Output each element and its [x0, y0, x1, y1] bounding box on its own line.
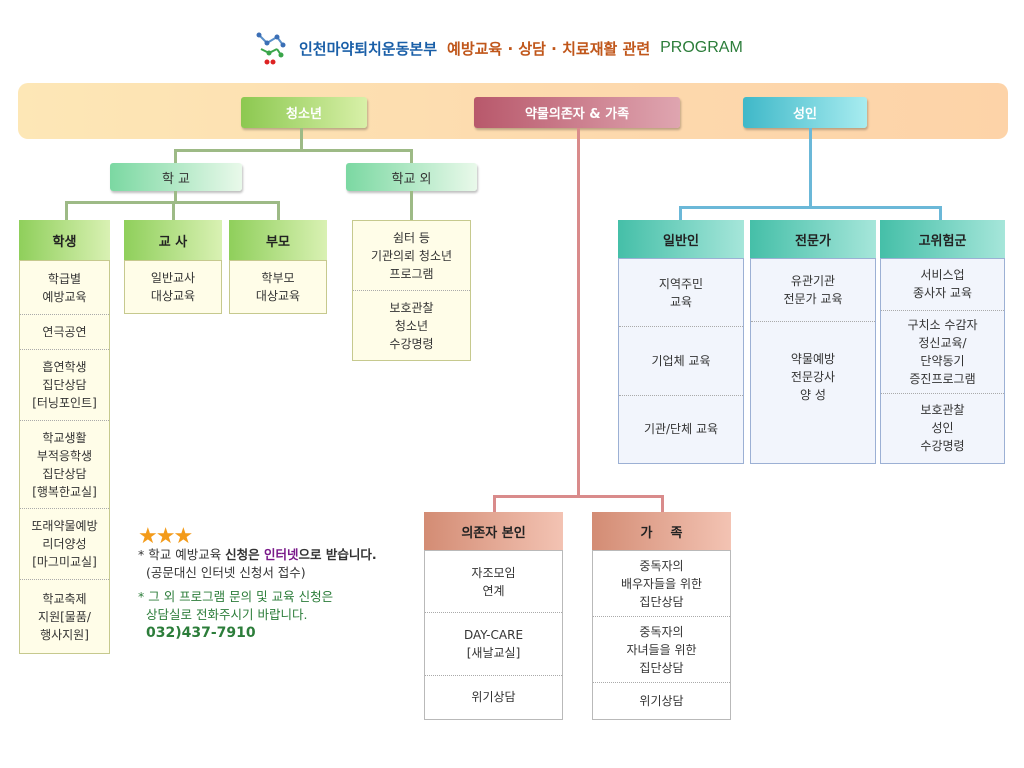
header-student: 학생	[19, 220, 110, 260]
connector	[679, 206, 942, 209]
category-youth[interactable]: 청소년	[241, 97, 367, 128]
program-item: 학부모 대상교육	[255, 271, 301, 303]
program-item: 학교생활 부적응학생 집단상담 [행복한교실]	[20, 421, 109, 510]
connector	[300, 128, 303, 151]
connector	[277, 201, 280, 221]
program-item: 쉼터 등 기관의뢰 청소년 프로그램	[353, 221, 470, 291]
connector	[174, 191, 177, 204]
program-item: 보호관찰 성인 수강명령	[920, 403, 965, 454]
program-item: 학교축제 지원[물품/ 행사지원]	[38, 591, 91, 642]
connector	[661, 495, 664, 513]
note-text: 신청은	[225, 547, 265, 562]
page-title: 인천마약퇴치운동본부 예방교육 · 상담 · 치료재활 관련 PROGRAM	[255, 32, 743, 65]
program-item: 연극공연	[20, 315, 109, 351]
program-item: 구치소 수감자 정신교육/ 단약동기 증진프로그램	[881, 311, 1004, 394]
logo-icon	[256, 32, 286, 65]
header-family: 가 족	[592, 512, 731, 550]
org-name: 인천마약퇴치운동본부	[299, 39, 438, 58]
header-high-risk: 고위험군	[880, 220, 1005, 258]
note-text: (공문대신 인터넷 신청서 접수)	[146, 565, 306, 580]
note-text: 상담실로 전화주시기 바랍니다.	[146, 607, 308, 622]
header-general: 일반인	[618, 220, 744, 258]
program-item: 또래약물예방 리더양성 [마그미교실]	[20, 509, 109, 581]
header-teacher: 교 사	[124, 220, 222, 260]
program-item: DAY-CARE [새날교실]	[425, 613, 562, 676]
program-item: 학급별 예방교육	[20, 261, 109, 316]
program-item: 기관/단체 교육	[643, 422, 719, 437]
connector	[172, 201, 175, 221]
connector	[174, 149, 177, 164]
program-item: 중독자의 배우자들을 위한 집단상담	[593, 551, 730, 618]
connector	[174, 149, 413, 152]
phone-number: 032)437-7910	[146, 625, 256, 641]
program-item: 약물예방 전문강사 양 성	[790, 352, 836, 403]
subcategory-outside-school[interactable]: 학교 외	[346, 163, 477, 191]
connector	[939, 206, 942, 221]
program-item: 유관기관 전문가 교육	[751, 259, 875, 323]
program-item: 위기상담	[639, 694, 684, 709]
note-text: 으로 받습니다.	[298, 547, 377, 562]
subcategory-school[interactable]: 학 교	[110, 163, 242, 191]
connector	[65, 201, 68, 221]
header-expert: 전문가	[750, 220, 876, 258]
program-item: 서비스업 종사자 교육	[881, 259, 1004, 311]
note-text: * 그 외 프로그램 문의 및 교육 신청은	[138, 589, 334, 604]
program-item: 보호관찰 청소년 수강명령	[389, 300, 434, 351]
program-item: 자조모임 연계	[425, 551, 562, 614]
program-item: 지역주민 교육	[619, 259, 743, 328]
program-item: 일반교사 대상교육	[150, 271, 196, 303]
program-item: 기업체 교육	[619, 327, 743, 396]
student-programs: 학급별 예방교육 연극공연 흡연학생 집단상담 [터닝포인트] 학교생활 부적응…	[19, 260, 110, 654]
parent-programs: 학부모 대상교육	[229, 260, 327, 314]
connector	[410, 149, 413, 164]
addict-self-programs: 자조모임 연계 DAY-CARE [새날교실] 위기상담	[424, 550, 563, 720]
note-text: * 학교 예방교육	[138, 547, 226, 562]
header-addict-self: 의존자 본인	[424, 512, 563, 550]
program-label: PROGRAM	[660, 39, 743, 56]
teacher-programs: 일반교사 대상교육	[124, 260, 222, 314]
connector	[493, 495, 496, 513]
notes: ★★★ * 학교 예방교육 신청은 인터넷으로 받습니다. (공문대신 인터넷 …	[138, 524, 377, 642]
connector	[493, 495, 664, 498]
program-item: 흡연학생 집단상담 [터닝포인트]	[20, 350, 109, 422]
expert-programs: 유관기관 전문가 교육 약물예방 전문강사 양 성	[750, 258, 876, 464]
connector	[577, 128, 580, 498]
family-programs: 중독자의 배우자들을 위한 집단상담 중독자의 자녀들을 위한 집단상담 위기상…	[592, 550, 731, 720]
subtitle: 예방교육 · 상담 · 치료재활 관련	[447, 39, 651, 58]
high-risk-programs: 서비스업 종사자 교육 구치소 수감자 정신교육/ 단약동기 증진프로그램 보호…	[880, 258, 1005, 464]
program-item: 위기상담	[471, 690, 516, 705]
connector	[809, 128, 812, 209]
outside-school-programs: 쉼터 등 기관의뢰 청소년 프로그램 보호관찰 청소년 수강명령	[352, 220, 471, 361]
category-adult[interactable]: 성인	[743, 97, 867, 128]
note-highlight: 인터넷	[264, 547, 299, 562]
program-item: 중독자의 자녀들을 위한 집단상담	[593, 617, 730, 684]
star-icon: ★★★	[138, 524, 193, 549]
connector	[410, 191, 413, 221]
connector	[679, 206, 682, 221]
category-addict-family[interactable]: 약물의존자 & 가족	[474, 97, 680, 128]
header-parent: 부모	[229, 220, 327, 260]
general-programs: 지역주민 교육 기업체 교육 기관/단체 교육	[618, 258, 744, 464]
